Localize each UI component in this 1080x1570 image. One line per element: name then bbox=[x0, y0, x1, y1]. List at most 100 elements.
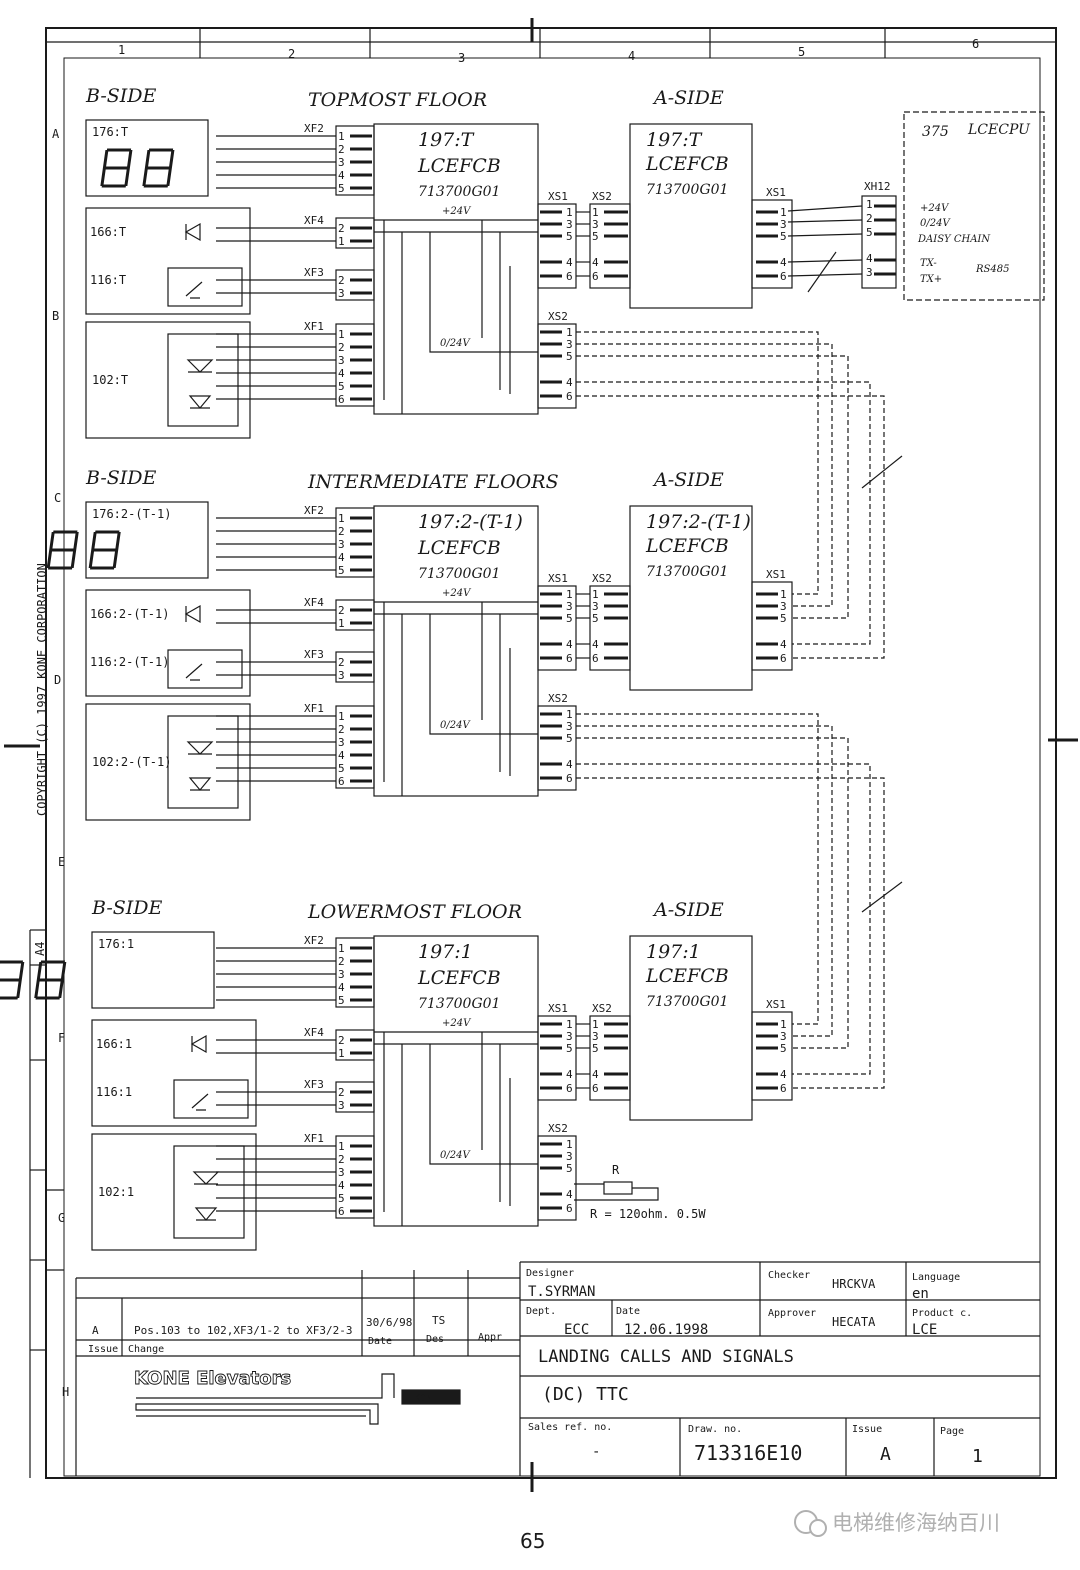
gong-box-2 bbox=[91, 1133, 257, 1251]
xs1-b-connector-1 bbox=[537, 585, 577, 671]
zero24-label-2: 0/24V bbox=[440, 1150, 471, 1161]
xs2-a-pin-2-2: 5 bbox=[592, 1042, 599, 1055]
draw-label: Draw. no. bbox=[688, 1424, 742, 1435]
xs1-a-pin-0-2: 5 bbox=[780, 230, 787, 243]
column-label-3: 3 bbox=[458, 51, 465, 65]
xs1-a-connector-0 bbox=[751, 199, 793, 289]
xs1-b-pin-1-0: 1 bbox=[566, 588, 573, 601]
b-board-name-0: LCEFCB bbox=[417, 155, 501, 177]
call-button-icon-0 bbox=[185, 281, 203, 299]
xs2-b-label-0: XS2 bbox=[548, 310, 568, 323]
xf4-connector-0 bbox=[335, 217, 375, 249]
xs1-b-pin-0-3: 4 bbox=[566, 256, 573, 269]
paper-size-label: A4 bbox=[33, 942, 47, 956]
gong-frame-2 bbox=[173, 1145, 245, 1239]
button-box-0 bbox=[167, 267, 243, 307]
xf3-pin-2-1: 3 bbox=[338, 1099, 345, 1112]
revision-change: Pos.103 to 102,XF3/1-2 to XF3/2-3 bbox=[134, 1324, 353, 1337]
revision-designer: TS bbox=[432, 1314, 445, 1327]
xf4-pin-1-1: 1 bbox=[338, 617, 345, 630]
call-box-0 bbox=[85, 207, 251, 315]
chain-link-1-1 bbox=[576, 725, 833, 1037]
xf2-pin-1-0: 1 bbox=[338, 512, 345, 525]
xs1-a-pin-1-0: 1 bbox=[780, 588, 787, 601]
xs1-b-pin-2-0: 1 bbox=[566, 1018, 573, 1031]
zero24-label-1: 0/24V bbox=[440, 720, 471, 731]
svg-text:1: 1 bbox=[866, 198, 873, 211]
drawing-title-2: (DC) TTC bbox=[542, 1384, 629, 1405]
title-block: A Pos.103 to 102,XF3/1-2 to XF3/2-3 30/6… bbox=[75, 1261, 1040, 1476]
row-label-g: G bbox=[58, 1211, 65, 1225]
xs2-a-label-1: XS2 bbox=[592, 572, 612, 585]
sales-label: Sales ref. no. bbox=[528, 1422, 612, 1433]
xf1-pin-2-3: 4 bbox=[338, 1179, 345, 1192]
product-value: LCE bbox=[912, 1322, 937, 1338]
resistor-value: R = 120ohm. 0.5W bbox=[590, 1207, 706, 1221]
xs1-a-pin-2-0: 1 bbox=[780, 1018, 787, 1031]
xf1-pin-2-2: 3 bbox=[338, 1166, 345, 1179]
checker-label: Checker bbox=[768, 1270, 810, 1281]
xs1-b-pin-2-4: 6 bbox=[566, 1082, 573, 1095]
xf1-connector-1 bbox=[335, 705, 375, 789]
call-lamp-icon-0 bbox=[184, 222, 201, 242]
xs1-a-label-0: XS1 bbox=[766, 186, 786, 199]
svg-text:3: 3 bbox=[866, 266, 873, 279]
zero24-label-0: 0/24V bbox=[440, 338, 471, 349]
plus24-label-1: +24V bbox=[442, 588, 472, 599]
chain-link-1-4 bbox=[576, 777, 885, 1089]
xf3-pin-1-1: 3 bbox=[338, 669, 345, 682]
xs1-a-pin-2-1: 3 bbox=[780, 1030, 787, 1043]
xf3-pin-2-0: 2 bbox=[338, 1086, 345, 1099]
xf1-pin-2-0: 1 bbox=[338, 1140, 345, 1153]
outer-frame bbox=[45, 27, 1057, 1479]
xf1-pin-2-5: 6 bbox=[338, 1205, 345, 1218]
xf2-label-2: XF2 bbox=[304, 934, 324, 947]
xs2-a-pin-0-3: 4 bbox=[592, 256, 599, 269]
xf3-pin-0-1: 3 bbox=[338, 287, 345, 300]
a-board-name-0: LCEFCB bbox=[645, 153, 729, 175]
chain-link-1-0 bbox=[576, 713, 819, 1025]
xs1-a-pin-0-4: 6 bbox=[780, 270, 787, 283]
xf2-pin-1-1: 2 bbox=[338, 525, 345, 538]
cpu-line-5: TX+ bbox=[920, 274, 942, 285]
xs2-a-label-2: XS2 bbox=[592, 1002, 612, 1015]
a-side-heading-0: A-SIDE bbox=[652, 87, 724, 109]
call-box-1 bbox=[85, 589, 251, 697]
gong-id-0: 102:T bbox=[92, 373, 128, 387]
a-board-0 bbox=[629, 123, 753, 309]
floor-title-0: TOPMOST FLOOR bbox=[308, 89, 487, 111]
xf2-pin-0-4: 5 bbox=[338, 182, 345, 195]
xf4-pin-1-0: 2 bbox=[338, 604, 345, 617]
xs2-b-label-2: XS2 bbox=[548, 1122, 568, 1135]
xs2-b-pin-2-3: 4 bbox=[566, 1188, 573, 1201]
xf1-pin-1-3: 4 bbox=[338, 749, 345, 762]
b-side-heading-2: B-SIDE bbox=[91, 897, 162, 919]
display-digit-1-1 bbox=[46, 530, 79, 570]
floor-title-1: INTERMEDIATE FLOORS bbox=[307, 471, 559, 493]
gong-box-0 bbox=[85, 321, 251, 439]
xf4-connector-2 bbox=[335, 1029, 375, 1061]
svg-text:2: 2 bbox=[866, 212, 873, 225]
display-digit-2-0 bbox=[142, 148, 175, 188]
a-side-heading-2: A-SIDE bbox=[652, 899, 724, 921]
xf2-pin-1-3: 4 bbox=[338, 551, 345, 564]
header-issue: Issue bbox=[88, 1344, 118, 1355]
xf2-pin-2-0: 1 bbox=[338, 942, 345, 955]
gong-frame-1 bbox=[167, 715, 239, 809]
xf3-label-2: XF3 bbox=[304, 1078, 324, 1091]
xs1-a-pin-0-3: 4 bbox=[780, 256, 787, 269]
xs1-a-connector-1 bbox=[751, 581, 793, 671]
a-board-part-1: 713700G01 bbox=[646, 564, 728, 580]
xs2-b-pin-0-3: 4 bbox=[566, 376, 573, 389]
xs2-b-pin-1-4: 6 bbox=[566, 772, 573, 785]
cpu-name: LCECPU bbox=[967, 122, 1031, 138]
xf1-pin-0-4: 5 bbox=[338, 380, 345, 393]
call-lamp-icon-1 bbox=[184, 604, 201, 624]
xf2-pin-1-4: 5 bbox=[338, 564, 345, 577]
xs1-b-label-0: XS1 bbox=[548, 190, 568, 203]
display-digit-2-1 bbox=[88, 530, 121, 570]
lamp-id-1: 166:2-(T-1) bbox=[90, 607, 169, 621]
xs2-b-pin-1-2: 5 bbox=[566, 732, 573, 745]
